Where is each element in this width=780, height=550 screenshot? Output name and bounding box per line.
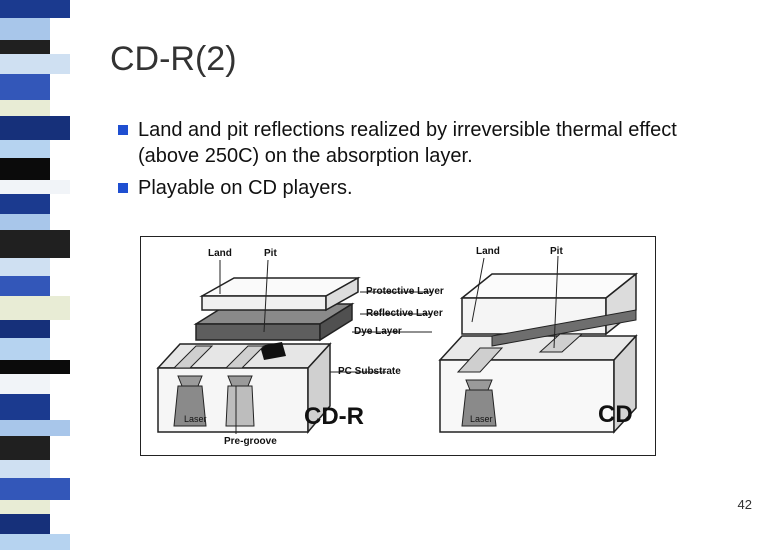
stripe-band: [0, 100, 50, 116]
stripe-band: [0, 258, 50, 276]
pc-substrate-label: PC Substrate: [338, 366, 401, 377]
burned-pit-mark: [260, 342, 286, 360]
cd-r-vs-cd-layer-diagram: Land Pit Land Pit Protective Layer Refle…: [140, 236, 656, 456]
protective-layer-label: Protective Layer: [366, 286, 444, 297]
stripe-band: [0, 194, 50, 214]
square-bullet-icon: [118, 125, 128, 135]
cd-illustration: [438, 272, 639, 434]
slide-title: CD-R(2): [110, 40, 237, 78]
cd-caption: CD: [598, 401, 633, 428]
stripe-band: [0, 534, 70, 550]
stripe-band: [0, 180, 70, 194]
stripe-band: [0, 436, 50, 460]
stripe-band: [0, 338, 50, 360]
laser-label-left: Laser: [184, 414, 207, 424]
reflective-layer-label: Reflective Layer: [366, 308, 443, 319]
land-label-left: Land: [208, 248, 232, 259]
stripe-band: [0, 54, 70, 74]
pit-label-right: Pit: [550, 246, 563, 257]
stripe-band: [0, 158, 50, 180]
laser-cone-right: [461, 389, 497, 427]
stripe-band: [0, 276, 50, 296]
stripe-band: [0, 394, 50, 420]
cd-r-illustration: [156, 276, 361, 435]
stripe-band: [0, 460, 50, 478]
stripe-band: [0, 500, 50, 514]
square-bullet-icon: [118, 183, 128, 193]
stripe-band: [0, 296, 70, 320]
stripe-band: [0, 320, 50, 338]
laser-cone-left: [173, 385, 207, 427]
land-label-right: Land: [476, 246, 500, 257]
stripe-band: [0, 140, 50, 158]
laser-label-right: Laser: [470, 414, 493, 424]
stripe-band: [0, 214, 50, 230]
stripe-band: [0, 18, 50, 40]
decorative-stripe-bar: [0, 0, 70, 550]
stripe-band: [0, 360, 70, 374]
stripe-band: [0, 374, 50, 394]
pit-label-left: Pit: [264, 248, 277, 259]
stripe-band: [0, 116, 70, 140]
pre-groove-label: Pre-groove: [224, 436, 277, 447]
stripe-band: [0, 0, 70, 18]
stripe-band: [0, 230, 70, 258]
bullet-text: Land and pit reflections realized by irr…: [138, 119, 677, 167]
stripe-band: [0, 478, 70, 500]
stripe-band: [0, 74, 50, 100]
page-number: 42: [737, 497, 752, 512]
leader-lines: [219, 255, 559, 434]
dye-layer-label: Dye Layer: [354, 326, 402, 337]
cd-r-caption: CD-R: [304, 403, 364, 430]
bullet-text: Playable on CD players.: [138, 177, 353, 199]
stripe-band: [0, 420, 70, 436]
stripe-band: [0, 40, 50, 54]
stripe-band: [0, 514, 50, 534]
